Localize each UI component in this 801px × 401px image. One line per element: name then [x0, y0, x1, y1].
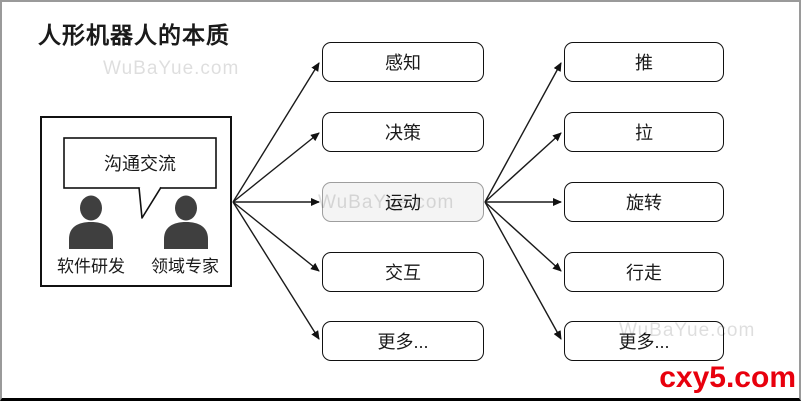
speech-bubble-shape [63, 137, 217, 219]
node-motion: 运动 [322, 182, 484, 222]
node-decision: 决策 [322, 112, 484, 152]
speech-bubble-label: 沟通交流 [104, 154, 176, 174]
collaboration-panel: 沟通交流 软件研发 领域专家 [40, 116, 232, 287]
person-icon-right [164, 195, 208, 249]
node-rotate: 旋转 [564, 182, 724, 222]
panel-graphics [63, 137, 217, 249]
person-label-domain-expert: 领域专家 [151, 257, 219, 276]
node-interaction: 交互 [322, 252, 484, 292]
brand-logo: cxy5.com [659, 361, 796, 394]
person-label-software-dev: 软件研发 [57, 257, 125, 276]
node-more-middle: 更多... [322, 321, 484, 361]
node-more-right: 更多... [564, 321, 724, 361]
node-push: 推 [564, 42, 724, 82]
node-perception: 感知 [322, 42, 484, 82]
person-icon-left [69, 195, 113, 249]
node-pull: 拉 [564, 112, 724, 152]
node-walk: 行走 [564, 252, 724, 292]
page-title: 人形机器人的本质 [38, 22, 230, 48]
